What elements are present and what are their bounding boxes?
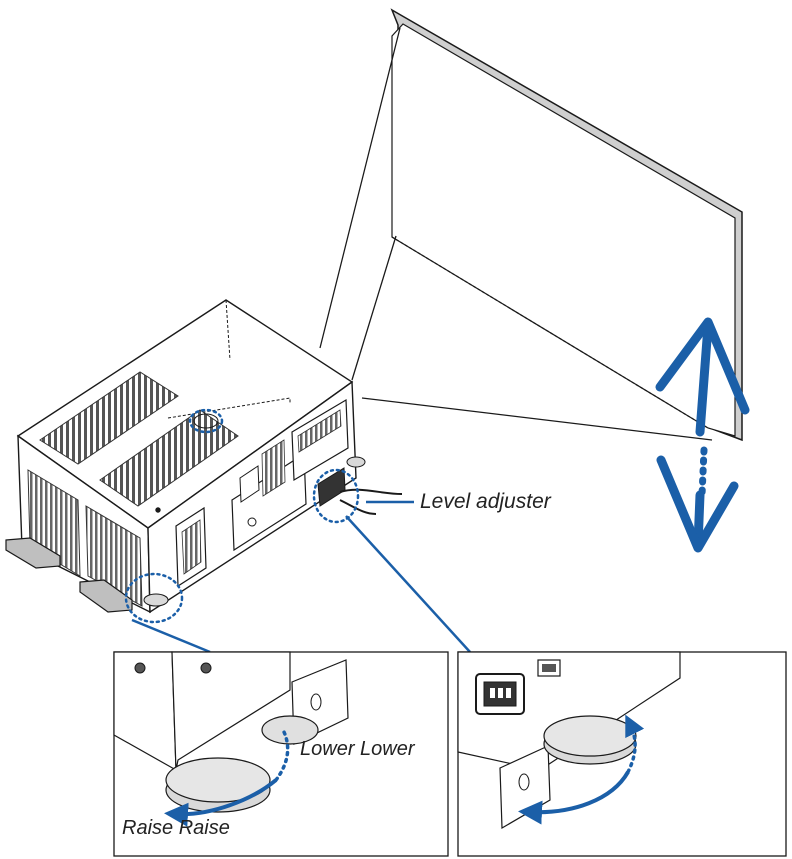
raise-label: Raise Raise <box>122 817 230 839</box>
projector <box>5 299 403 614</box>
projection-screen <box>390 8 743 442</box>
double-arrow-up-down-icon <box>655 317 750 553</box>
lower-label: Lower Lower <box>300 738 416 760</box>
dotted-circle-icon <box>124 408 360 624</box>
level-adjuster-label: Level adjuster <box>420 490 552 513</box>
leader-lines <box>131 500 471 654</box>
projection-beam <box>319 27 713 441</box>
inset-right-foot <box>457 651 787 857</box>
inset-left-foot <box>113 651 449 857</box>
